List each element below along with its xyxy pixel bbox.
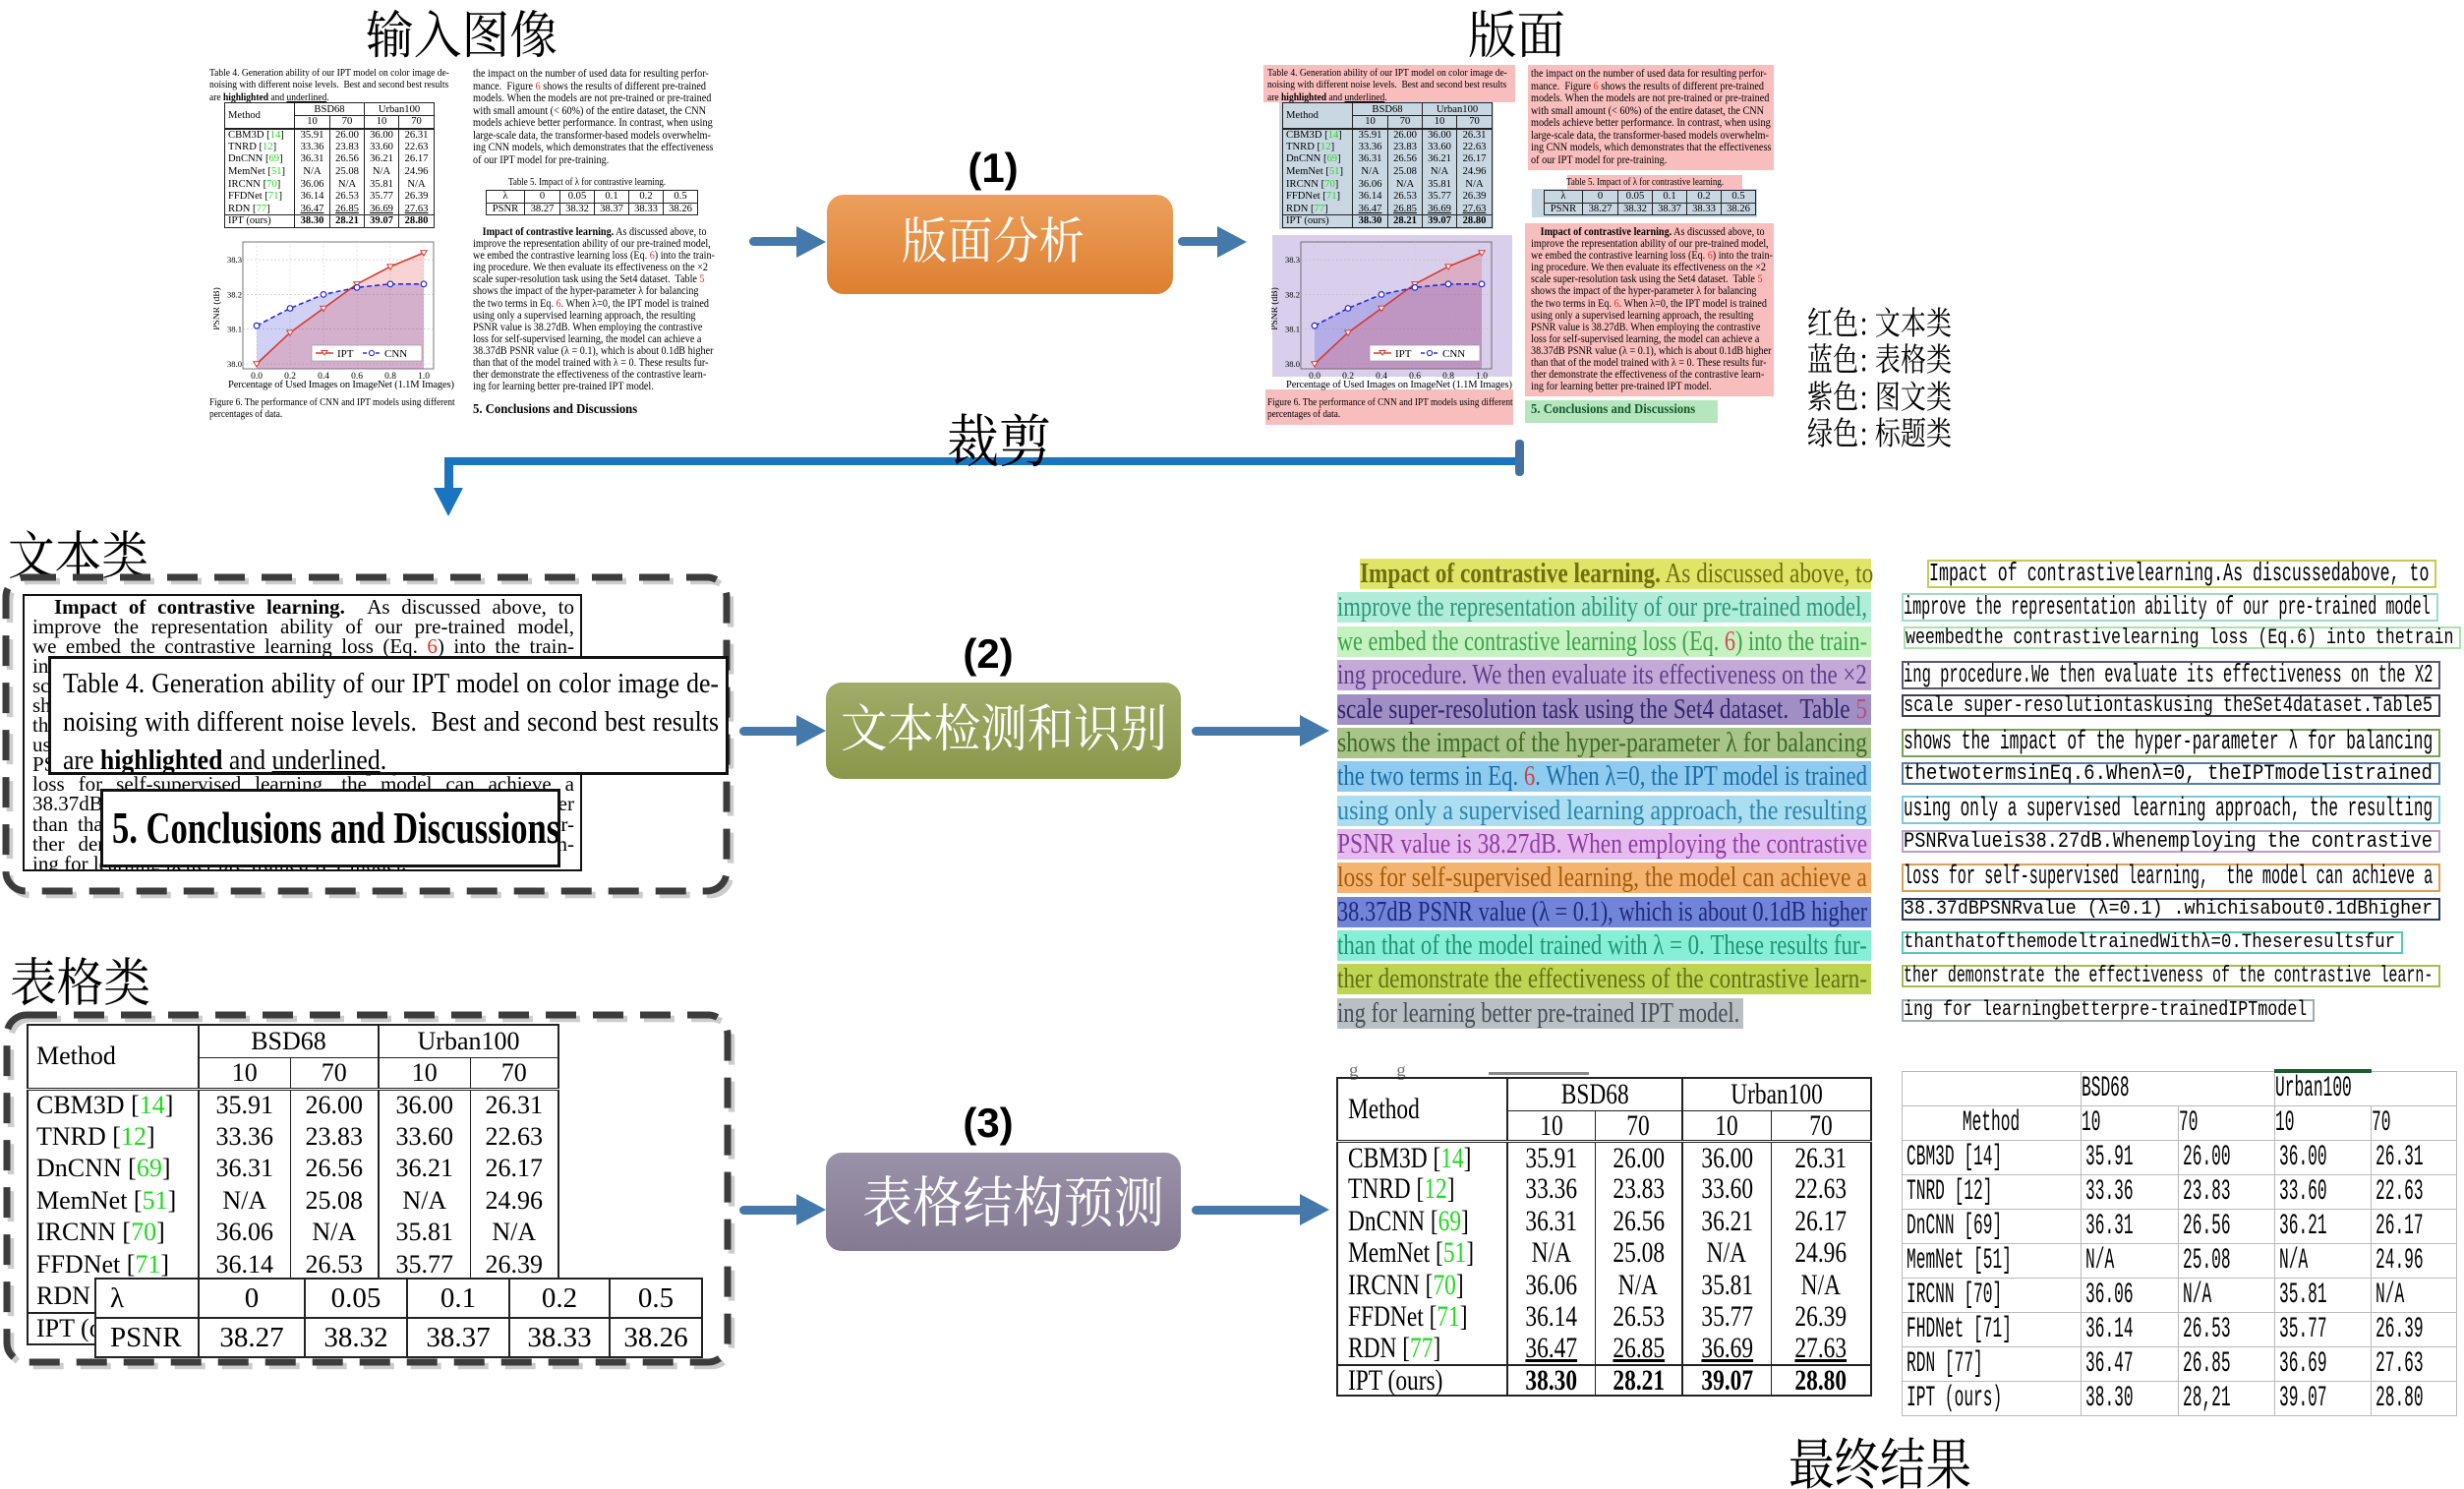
svg-text:38.0: 38.0	[1285, 359, 1300, 369]
svg-text:PSNR (dB): PSNR (dB)	[213, 287, 222, 330]
svg-text:IPT: IPT	[337, 348, 354, 360]
svg-text:38.0: 38.0	[227, 359, 242, 369]
svg-text:38.2: 38.2	[1285, 289, 1300, 299]
svg-text:0.0: 0.0	[251, 372, 263, 382]
svg-text:Percentage of Used Images on I: Percentage of Used Images on ImageNet (1…	[228, 380, 454, 390]
svg-text:38.3: 38.3	[227, 255, 242, 265]
svg-text:1.0: 1.0	[418, 372, 430, 382]
svg-text:0.4: 0.4	[318, 372, 329, 382]
svg-text:CNN: CNN	[384, 348, 407, 360]
svg-text:0.0: 0.0	[1309, 372, 1320, 382]
svg-text:0.6: 0.6	[1409, 372, 1421, 382]
svg-text:0.2: 0.2	[284, 372, 296, 382]
svg-text:0.8: 0.8	[1442, 372, 1454, 382]
svg-text:38.2: 38.2	[227, 289, 242, 299]
svg-text:38.1: 38.1	[227, 325, 242, 334]
svg-text:IPT: IPT	[1395, 348, 1412, 360]
svg-text:0.4: 0.4	[1376, 372, 1387, 382]
svg-text:0.6: 0.6	[351, 372, 363, 382]
svg-text:PSNR (dB): PSNR (dB)	[1271, 287, 1280, 330]
svg-text:38.3: 38.3	[1285, 255, 1300, 265]
svg-text:Percentage of Used Images on I: Percentage of Used Images on ImageNet (1…	[1286, 380, 1512, 390]
svg-text:0.8: 0.8	[384, 372, 396, 382]
svg-text:0.2: 0.2	[1342, 372, 1354, 382]
svg-text:38.1: 38.1	[1285, 325, 1300, 334]
svg-text:1.0: 1.0	[1476, 372, 1488, 382]
svg-text:CNN: CNN	[1442, 348, 1465, 360]
